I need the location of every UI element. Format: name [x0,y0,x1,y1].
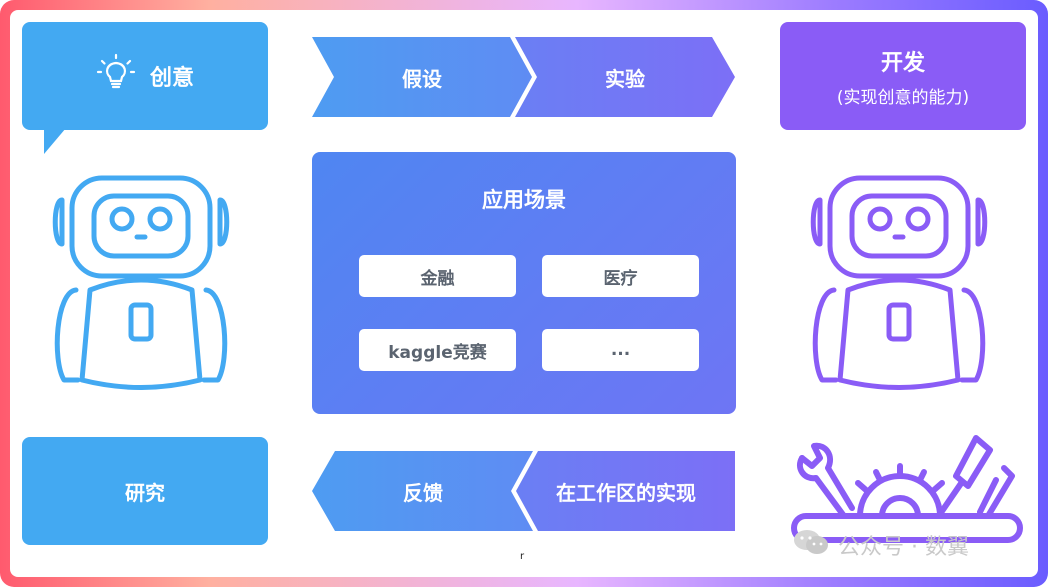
scenario-medical: 医疗 [542,255,699,297]
watermark-text: 公众号 · 数翼 [838,535,969,560]
lightbulb-icon [96,53,136,99]
robot-icon [52,175,230,390]
arrow-step-implementation [516,451,735,531]
scenarios-title: 应用场景 [482,188,566,212]
dev-box: 开发 (实现创意的能力) [780,22,1026,130]
wechat-icon [792,527,830,563]
stray-mark: r [520,551,525,562]
idea-box: 创意 [22,22,268,130]
tools-icon [791,435,1023,543]
arrow-step-experiment [515,37,735,117]
experiment-label: 实验 [605,66,645,91]
scenario-finance: 金融 [359,255,516,297]
robot-icon [810,175,988,390]
arrow-step-hypothesis [312,37,532,117]
dev-title: 开发 [880,50,925,76]
scenario-kaggle: kaggle竞赛 [359,329,516,371]
scenario-more: ... [542,329,699,371]
watermark: 公众号 · 数翼 [792,527,969,563]
dev-subtitle: (实现创意的能力) [836,87,970,108]
hypothesis-label: 假设 [402,66,442,91]
research-label: 研究 [125,480,165,505]
speech-tail [44,128,66,154]
feedback-label: 反馈 [403,480,443,505]
research-box: 研究 [22,437,268,545]
implementation-label: 在工作区的实现 [556,480,696,505]
idea-label: 创意 [149,66,194,91]
scenarios-panel: 应用场景 金融 医疗 kaggle竞赛 ... [312,152,736,414]
arrow-step-feedback [312,451,533,531]
